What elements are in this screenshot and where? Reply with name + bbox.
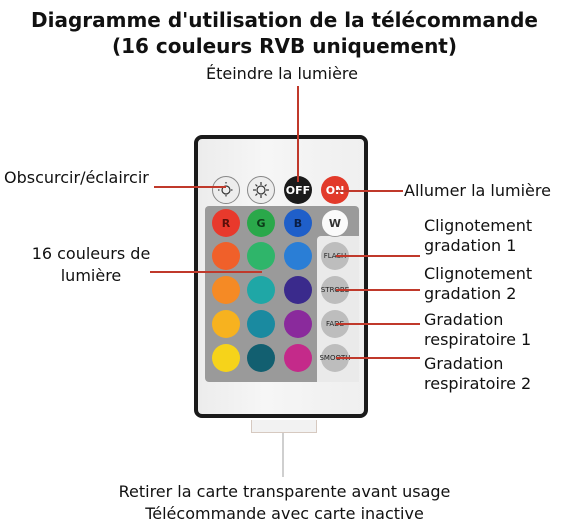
color-button[interactable] bbox=[247, 344, 275, 372]
title-line-1: Diagramme d'utilisation de la télécomman… bbox=[31, 8, 538, 32]
color-button[interactable] bbox=[284, 344, 312, 372]
leader-line-on bbox=[335, 190, 403, 192]
label-smooth-line-1: Gradation bbox=[424, 354, 504, 373]
green-button-label: G bbox=[256, 216, 266, 230]
color-button[interactable] bbox=[212, 276, 240, 304]
blue-button[interactable]: B bbox=[284, 209, 312, 237]
color-button[interactable] bbox=[284, 242, 312, 270]
white-button-label: W bbox=[328, 216, 342, 230]
leader-line-strobe bbox=[336, 289, 420, 291]
off-button-label: OFF bbox=[285, 183, 311, 197]
color-button[interactable] bbox=[247, 310, 275, 338]
label-bottom-line-2: Télécommande avec carte inactive bbox=[145, 504, 424, 523]
label-smooth-line-2: respiratoire 2 bbox=[424, 374, 532, 393]
smooth-button-label: SMOOTH bbox=[319, 354, 351, 362]
label-colors-line-1: 16 couleurs de bbox=[31, 244, 151, 263]
dim-down-button[interactable] bbox=[212, 176, 240, 204]
label-flash-line-2: gradation 1 bbox=[424, 236, 517, 255]
label-strobe-line-1: Clignotement bbox=[424, 264, 533, 283]
label-dim: Obscurcir/éclaircir bbox=[4, 168, 149, 187]
green-button[interactable]: G bbox=[247, 209, 275, 237]
brightness-down-icon bbox=[218, 182, 234, 198]
red-button[interactable]: R bbox=[212, 209, 240, 237]
leader-line-flash bbox=[336, 255, 420, 257]
fade-button-label: FADE bbox=[326, 320, 344, 328]
color-button[interactable] bbox=[284, 310, 312, 338]
label-turn-off: Éteindre la lumière bbox=[206, 64, 358, 83]
blue-button-label: B bbox=[293, 216, 303, 230]
leader-line-colors bbox=[150, 271, 262, 273]
strobe-button-label: STROBE bbox=[320, 286, 350, 294]
color-button[interactable] bbox=[212, 310, 240, 338]
label-fade-line-2: respiratoire 1 bbox=[424, 330, 532, 349]
label-bottom-line-1: Retirer la carte transparente avant usag… bbox=[118, 482, 451, 501]
color-button[interactable] bbox=[212, 242, 240, 270]
color-button[interactable] bbox=[247, 242, 275, 270]
brightness-up-icon bbox=[253, 182, 269, 198]
color-button[interactable] bbox=[212, 344, 240, 372]
leader-line-fade bbox=[336, 323, 420, 325]
color-button[interactable] bbox=[284, 276, 312, 304]
title-line-2: (16 couleurs RVB uniquement) bbox=[111, 34, 458, 58]
leader-line-dim bbox=[154, 186, 226, 188]
leader-line-card bbox=[282, 433, 284, 477]
leader-line-smooth bbox=[336, 357, 420, 359]
label-flash-line-1: Clignotement bbox=[424, 216, 533, 235]
leader-line-off bbox=[297, 86, 299, 182]
label-turn-on: Allumer la lumière bbox=[404, 181, 551, 200]
white-button[interactable]: W bbox=[321, 209, 349, 237]
battery-card-tab bbox=[251, 420, 317, 433]
label-colors-line-2: lumière bbox=[60, 266, 122, 285]
label-strobe-line-2: gradation 2 bbox=[424, 284, 517, 303]
flash-button-label: FLASH bbox=[323, 252, 347, 260]
label-fade-line-1: Gradation bbox=[424, 310, 504, 329]
red-button-label: R bbox=[221, 216, 231, 230]
color-button[interactable] bbox=[247, 276, 275, 304]
dim-up-button[interactable] bbox=[247, 176, 275, 204]
